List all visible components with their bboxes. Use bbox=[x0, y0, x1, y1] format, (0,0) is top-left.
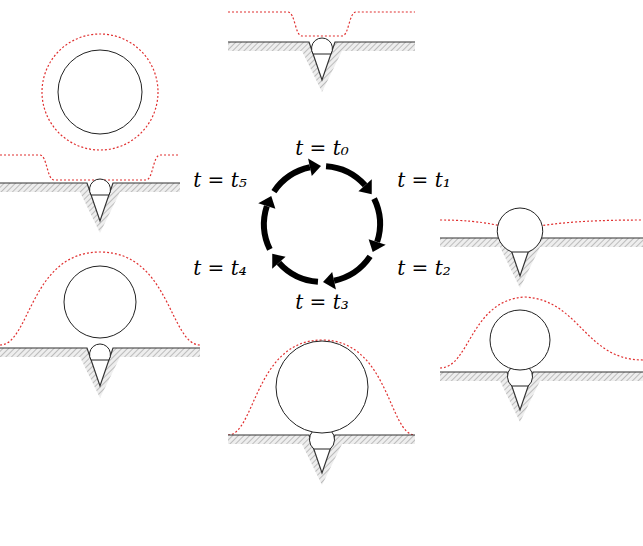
arrowhead bbox=[272, 254, 285, 269]
vapor-nucleus bbox=[90, 179, 111, 195]
cycle-arc bbox=[271, 164, 310, 193]
cycle-arc bbox=[371, 197, 383, 243]
cycle-arc bbox=[261, 205, 273, 251]
cycle-arc bbox=[333, 255, 372, 284]
vapor-bubble bbox=[58, 50, 142, 134]
boiling-stage bbox=[440, 297, 643, 422]
vapor-bubble bbox=[490, 310, 550, 370]
time-label: t = t₀ bbox=[295, 137, 349, 159]
arrowhead bbox=[258, 196, 275, 209]
cycle-arc bbox=[326, 163, 367, 187]
time-label: t = t₄ bbox=[193, 257, 247, 279]
wall-surface bbox=[440, 372, 643, 410]
thermal-boundary-layer bbox=[0, 155, 180, 180]
thermal-boundary-layer bbox=[0, 252, 200, 345]
thermal-boundary-layer bbox=[228, 12, 415, 36]
thermal-boundary-layer bbox=[228, 340, 415, 435]
thermal-layer-circle bbox=[42, 34, 158, 150]
time-label: t = t₁ bbox=[397, 169, 451, 191]
cycle-arc bbox=[277, 261, 318, 285]
boiling-stage bbox=[0, 34, 180, 233]
arrowhead bbox=[369, 239, 386, 252]
vapor-nucleus bbox=[90, 344, 111, 360]
vapor-bubble bbox=[276, 341, 368, 433]
vapor-nucleus bbox=[312, 38, 333, 54]
cycle-arrows bbox=[258, 158, 385, 289]
wall-surface bbox=[440, 238, 643, 276]
boiling-stage bbox=[0, 252, 200, 398]
time-label: t = t₂ bbox=[397, 257, 451, 279]
time-label: t = t₅ bbox=[193, 169, 247, 191]
boiling-stage bbox=[440, 208, 643, 288]
arrowhead bbox=[358, 179, 371, 194]
arrowhead bbox=[323, 272, 336, 290]
vapor-bubble bbox=[64, 266, 136, 338]
time-label: t = t₃ bbox=[295, 291, 349, 313]
boiling-stage bbox=[228, 12, 415, 92]
arrowhead bbox=[308, 158, 321, 176]
boiling-stage bbox=[228, 340, 415, 485]
vapor-nucleus bbox=[497, 208, 543, 252]
heated-wall bbox=[440, 372, 643, 381]
